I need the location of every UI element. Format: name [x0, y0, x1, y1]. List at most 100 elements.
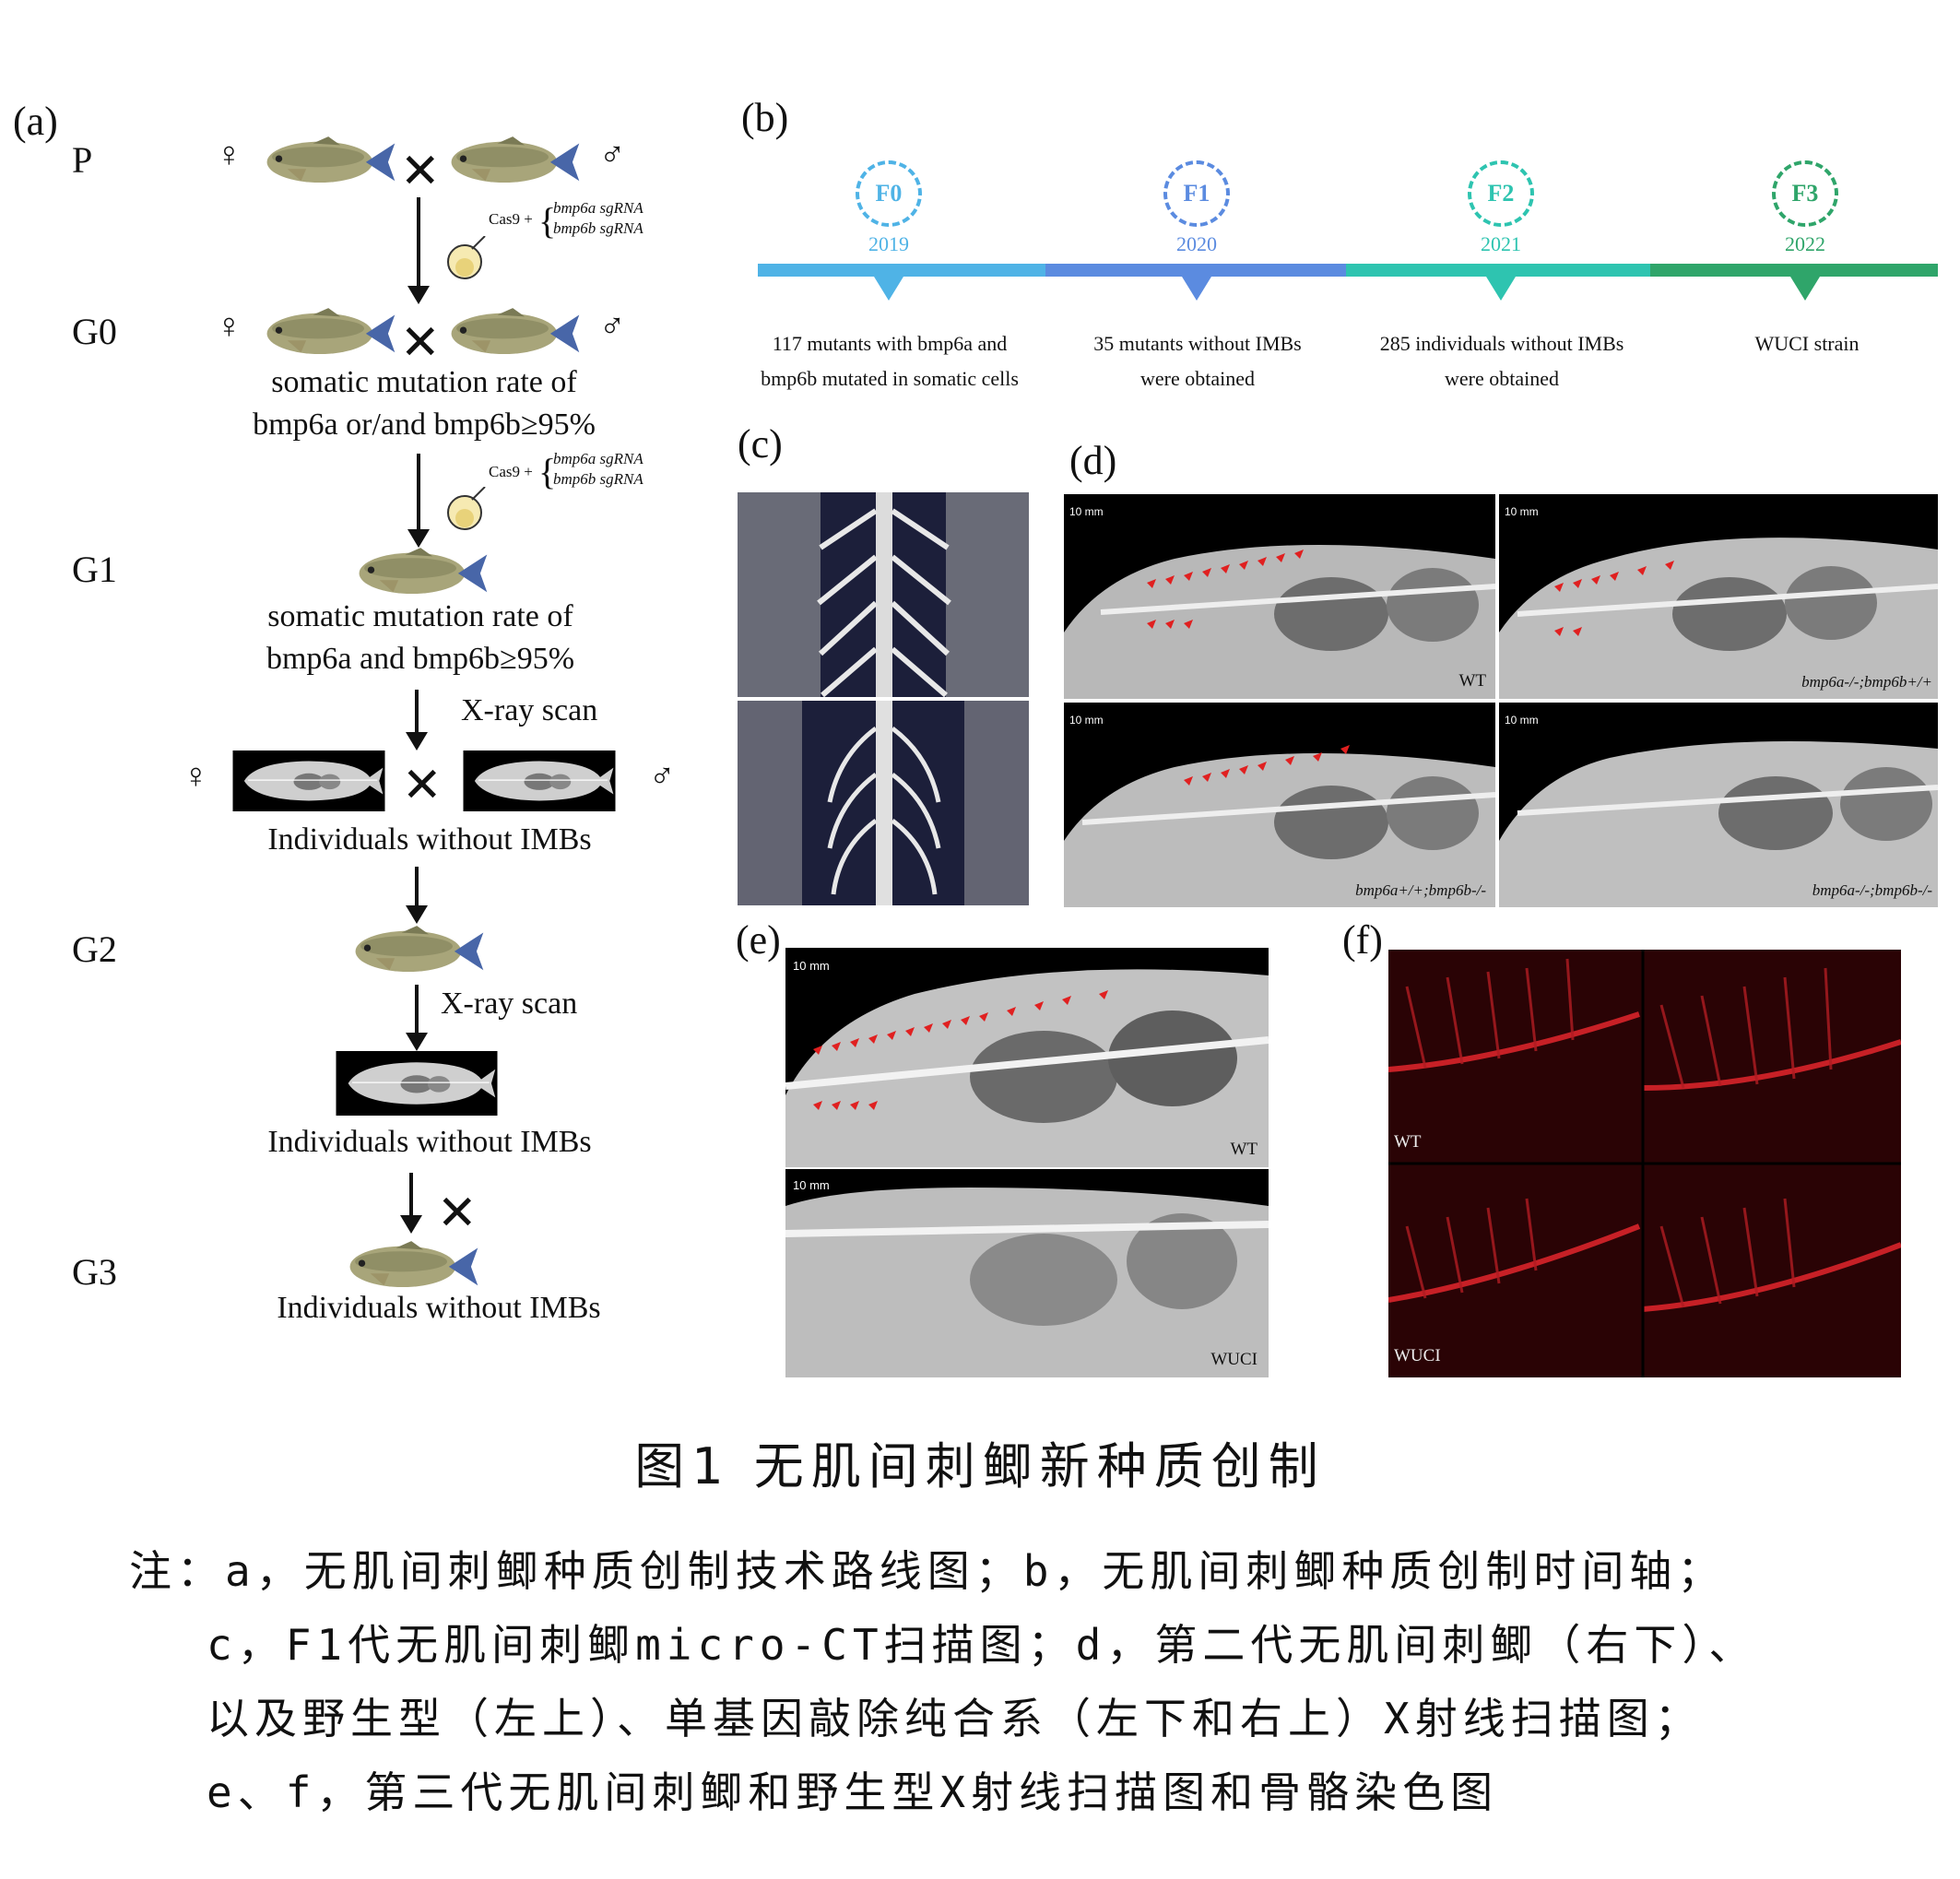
- genotype-tag: bmp6a-/-;bmp6b-/-: [1812, 881, 1932, 899]
- without-imbs-text: Individuals without IMBs: [267, 1125, 592, 1159]
- marker-triangle: [1486, 277, 1516, 301]
- g0-text-2: bmp6a or/and bmp6b≥95%: [253, 408, 596, 442]
- node-text: 117 mutants with bmp6a and bmp6b mutated…: [761, 332, 1019, 390]
- fish-icon: [350, 924, 487, 975]
- fish-icon: [446, 306, 583, 358]
- cross-icon: ✕: [400, 144, 441, 199]
- xray-double-ko: 10 mm bmp6a-/-;bmp6b-/-: [1499, 703, 1938, 907]
- cross-icon: ✕: [400, 315, 441, 371]
- xray-thumbnail: [448, 750, 631, 811]
- gen-p: P: [72, 139, 93, 181]
- cross-icon: ✕: [402, 758, 443, 813]
- male-symbol: ♂: [599, 136, 626, 174]
- male-symbol: ♂: [599, 307, 626, 346]
- node-year: 2021: [1481, 232, 1521, 255]
- caption-note-line: c，F1代无肌间刺鲫micro-CT扫描图；d，第二代无肌间刺鲫（右下）、: [207, 1620, 1757, 1670]
- sgrna-a: bmp6a sgRNA: [553, 199, 643, 217]
- node-circle: F3: [1772, 160, 1838, 227]
- genotype-tag: WT: [1394, 1132, 1422, 1152]
- xray-wuci-f3: 10 mm WUCI: [785, 1169, 1269, 1377]
- genotype-tag: WUCI: [1210, 1350, 1257, 1369]
- micro-ct-image-top: [738, 492, 1029, 697]
- down-arrow: [406, 985, 428, 1051]
- marker-triangle: [1182, 277, 1211, 301]
- genotype-tag: WUCI: [1394, 1346, 1441, 1365]
- without-imbs-text: Individuals without IMBs: [277, 1291, 601, 1325]
- panel-b-label: (b): [741, 95, 789, 140]
- gen-g3: G3: [72, 1251, 117, 1293]
- xray-thumbnail: [218, 750, 400, 811]
- brace-icon: {: [538, 451, 557, 492]
- node-year: 2022: [1785, 232, 1825, 255]
- timeline-segment: [758, 264, 1045, 277]
- cross-icon: ✕: [437, 1186, 478, 1241]
- egg-injection-icon: [447, 487, 486, 530]
- bone-staining-image: WT WUCI: [1388, 950, 1901, 1377]
- g0-text-1: somatic mutation rate of: [271, 365, 577, 399]
- node-text: 35 mutants without IMBs were obtained: [1093, 332, 1302, 390]
- male-symbol: ♂: [649, 757, 676, 796]
- cas9-label: Cas9 +: [489, 210, 533, 228]
- scale-bar-label: 10 mm: [793, 959, 830, 973]
- sgrna-a: bmp6a sgRNA: [553, 450, 643, 467]
- xray-scan-label: X-ray scan: [441, 987, 578, 1021]
- timeline-segment: [1346, 264, 1650, 277]
- genotype-tag: WT: [1458, 671, 1486, 691]
- caption-note-line: 以及野生型（左上）、单基因敲除纯合系（左下和右上）X射线扫描图；: [207, 1694, 1703, 1743]
- scale-bar-label: 10 mm: [1069, 505, 1104, 518]
- scale-bar-label: 10 mm: [1069, 714, 1104, 727]
- node-text: WUCI strain: [1754, 332, 1860, 355]
- gen-g0: G0: [72, 311, 117, 352]
- genotype-tag: WT: [1230, 1140, 1257, 1159]
- female-symbol: ♀: [183, 757, 209, 796]
- panel-d-label: (d): [1069, 438, 1117, 483]
- panel-c-label: (c): [738, 421, 783, 467]
- genotype-tag: bmp6a+/+;bmp6b-/-: [1355, 881, 1486, 899]
- panel-e-label: (e): [736, 917, 781, 963]
- node-circle: F0: [856, 160, 922, 227]
- fish-icon: [354, 546, 490, 597]
- node-year: 2019: [868, 232, 909, 255]
- micro-ct-image-bottom: [738, 701, 1029, 905]
- node-text: 285 individuals without IMBs were obtain…: [1379, 332, 1624, 390]
- xray-wt-f3: 10 mm WT: [785, 948, 1269, 1167]
- down-arrow: [407, 454, 430, 548]
- scale-bar-label: 10 mm: [1505, 505, 1539, 518]
- g1-text-1: somatic mutation rate of: [267, 599, 573, 633]
- node-circle: F1: [1163, 160, 1230, 227]
- caption-note-line: 注：a，无肌间刺鲫种质创制技术路线图；b，无肌间刺鲫种质创制时间轴；: [129, 1546, 1726, 1596]
- fish-icon: [262, 135, 398, 186]
- panel-f-label: (f): [1342, 917, 1383, 963]
- gen-g1: G1: [72, 549, 117, 590]
- down-arrow: [406, 867, 428, 924]
- fish-icon: [345, 1239, 481, 1291]
- egg-injection-icon: [447, 236, 486, 279]
- down-arrow: [400, 1173, 422, 1234]
- scale-bar-label: 10 mm: [1505, 714, 1539, 727]
- scale-bar-label: 10 mm: [793, 1178, 830, 1192]
- marker-triangle: [1790, 277, 1820, 301]
- fish-icon: [262, 306, 398, 358]
- timeline-segment: [1650, 264, 1938, 277]
- down-arrow: [406, 690, 428, 750]
- gen-g2: G2: [72, 928, 117, 970]
- without-imbs-text: Individuals without IMBs: [267, 822, 592, 857]
- fish-icon: [446, 135, 583, 186]
- female-symbol: ♀: [216, 136, 242, 174]
- brace-icon: {: [538, 200, 557, 242]
- marker-triangle: [874, 277, 903, 301]
- sgrna-b: bmp6b sgRNA: [553, 470, 643, 488]
- xray-thumbnail: [326, 1051, 507, 1116]
- panel-a-label: (a): [13, 99, 58, 144]
- xray-bmp6a-ko: 10 mm bmp6a-/-;bmp6b+/+: [1499, 494, 1938, 699]
- down-arrow: [407, 197, 430, 304]
- sgrna-b: bmp6b sgRNA: [553, 219, 643, 237]
- female-symbol: ♀: [216, 307, 242, 346]
- node-year: 2020: [1176, 232, 1217, 255]
- g1-text-2: bmp6a and bmp6b≥95%: [266, 642, 575, 676]
- xray-wt: 10 mm WT: [1064, 494, 1495, 699]
- timeline-segment: [1045, 264, 1346, 277]
- figure-title: 图1 无肌间刺鲫新种质创制: [634, 1437, 1326, 1495]
- caption-note-line: e、f，第三代无肌间刺鲫和野生型X射线扫描图和骨骼染色图: [207, 1767, 1499, 1817]
- genotype-tag: bmp6a-/-;bmp6b+/+: [1801, 673, 1932, 691]
